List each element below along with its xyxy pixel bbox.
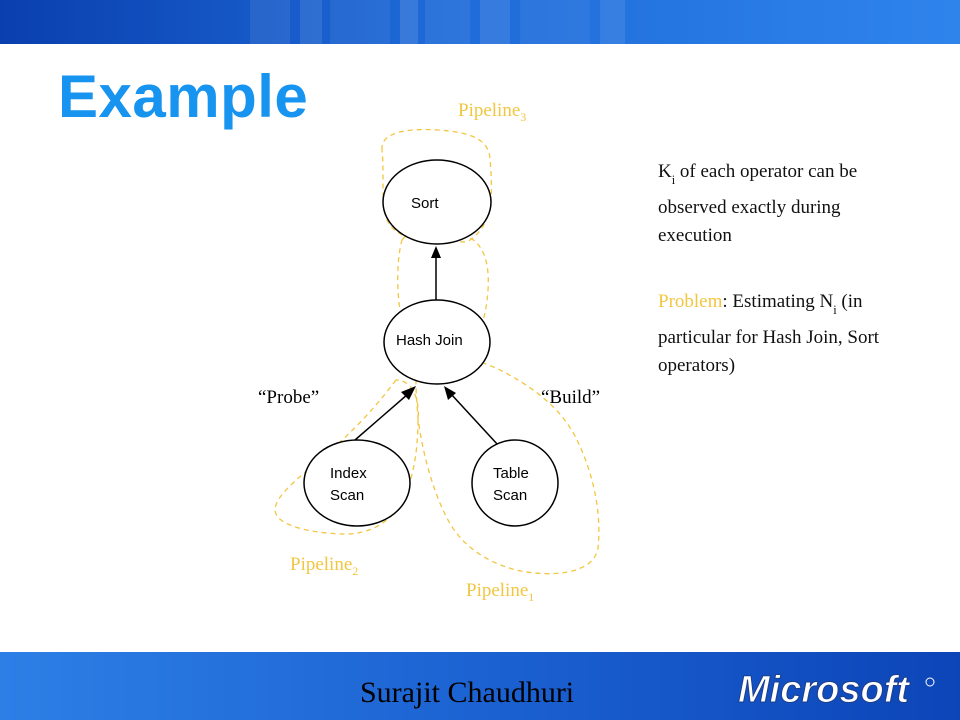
author-name: Surajit Chaudhuri — [360, 676, 575, 709]
pipeline-1-label: Pipeline1 — [466, 580, 534, 604]
note-problem-detail: (in particular for Hash Join, Sort opera… — [658, 291, 880, 376]
node-index-scan-label-line2: Scan — [330, 487, 364, 504]
node-hash-join-label: Hash Join — [396, 332, 463, 349]
node-table-scan-label-line1: Table — [493, 465, 529, 482]
top-banner-tiles — [250, 0, 625, 44]
node-index-scan-label-line1: Index — [330, 465, 367, 482]
note-problem: Problem: Estimating Ni (in particular fo… — [658, 288, 898, 380]
pipeline-1-outline — [415, 354, 600, 575]
pipeline-3-outline — [381, 128, 493, 243]
edge-hashjoin-to-sort-arrow — [431, 246, 441, 258]
note-problem-text: : Estimating N — [722, 291, 834, 312]
node-table-scan — [471, 439, 559, 527]
node-index-scan — [303, 439, 411, 527]
edge-tablescan-to-hashjoin — [450, 393, 499, 446]
node-table-scan-label-line2: Scan — [493, 487, 527, 504]
node-sort-label: Sort — [411, 195, 439, 212]
bottom-banner — [0, 652, 960, 720]
note-n-subscript: i — [833, 303, 837, 317]
registered-mark-icon — [925, 677, 935, 687]
top-banner — [0, 0, 960, 44]
edge-label-probe: “Probe” — [258, 387, 319, 408]
edge-indexscan-to-hashjoin — [354, 393, 409, 441]
note-observability: Ki of each operator can be observed exac… — [658, 158, 898, 250]
note-observability-text: of each operator can be observed exactly… — [658, 161, 858, 246]
microsoft-logo-text: Microsoft — [738, 669, 910, 711]
pipeline-2-label: Pipeline2 — [290, 554, 358, 578]
edge-tablescan-to-hashjoin-arrow — [444, 386, 456, 400]
node-hash-join — [383, 299, 491, 385]
note-problem-keyword: Problem — [658, 291, 723, 312]
note-k-symbol: K — [658, 161, 672, 182]
edge-indexscan-to-hashjoin-arrow — [401, 386, 416, 400]
note-k-subscript: i — [671, 173, 676, 187]
node-sort — [382, 159, 492, 245]
pipeline-3-label: Pipeline3 — [458, 100, 526, 124]
microsoft-logo: Microsoft — [738, 669, 935, 712]
slide-title: Example — [58, 63, 309, 130]
edge-label-build: “Build” — [541, 387, 600, 408]
